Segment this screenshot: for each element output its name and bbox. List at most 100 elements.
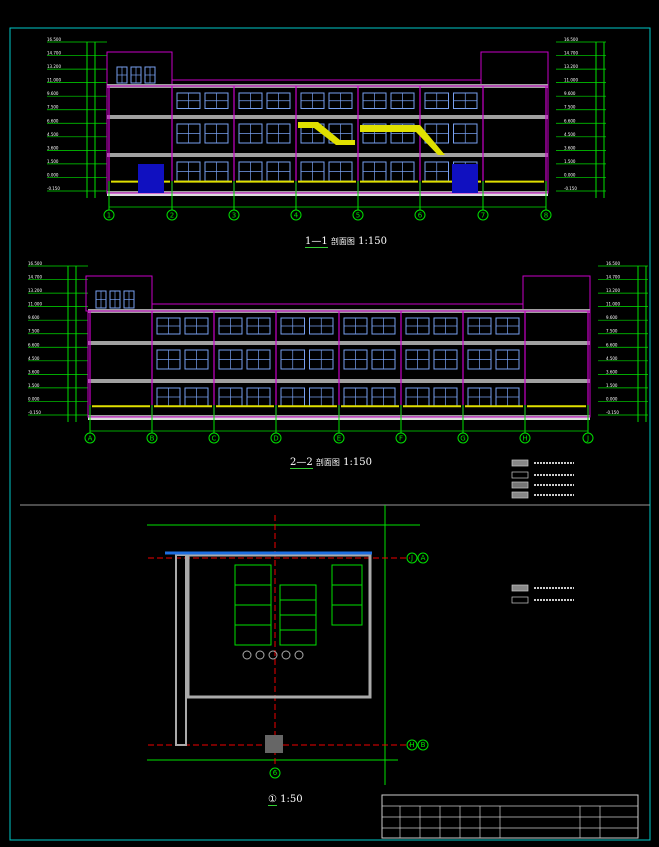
axis-bubble (166, 209, 178, 221)
title-block (381, 794, 639, 839)
legend-swatch (511, 491, 529, 499)
elevation-label: 7.500 (47, 105, 59, 110)
stair-wall (175, 554, 187, 746)
axis-bubble (406, 739, 418, 751)
section-1-1-drawing: 16.500 14.700 13.200 11.000 9.600 7.500 6.600 4… (47, 37, 606, 221)
axis-bubble (103, 209, 115, 221)
elevation-label: 13.200 (564, 64, 578, 69)
wash-basin (281, 650, 291, 660)
elevation-label: 13.200 (606, 288, 620, 293)
door (452, 164, 478, 193)
elevation-label: 0.000 (47, 172, 59, 177)
elevation-label: 14.700 (28, 275, 42, 280)
axis-label: G (460, 435, 465, 443)
elevation-label: -0.150 (564, 186, 577, 191)
plan-scale: 1:50 (280, 794, 303, 805)
axis-bubble (290, 209, 302, 221)
elevation-label: 0.000 (564, 172, 576, 177)
elevation-label: 14.700 (606, 275, 620, 280)
axis-label: 7 (481, 212, 485, 220)
legend-swatch (511, 471, 529, 479)
door (138, 164, 164, 193)
axis-label: H (522, 435, 527, 443)
axis-label: 3 (232, 212, 236, 220)
section-1-scale: 1:150 (358, 236, 387, 247)
axis-bubble (406, 552, 418, 564)
elevation-label: 9.600 (606, 315, 618, 320)
drawing-frame (9, 27, 651, 841)
legend-swatch (511, 596, 529, 604)
elevation-label: 16.500 (28, 261, 42, 266)
elevation-label: 16.500 (564, 37, 578, 42)
elevation-label: 6.600 (564, 118, 576, 123)
toilet-stall (234, 604, 272, 626)
elevation-label: 11.000 (28, 302, 42, 307)
title-block-frame (381, 794, 639, 839)
elevation-label: 6.600 (47, 118, 59, 123)
toilet-stall (234, 564, 272, 586)
elevation-label: 1.500 (28, 383, 40, 388)
axis-label: A (88, 435, 93, 443)
axis-label: B (150, 435, 155, 443)
elevation-label: 11.000 (606, 302, 620, 307)
elevation-label: 7.500 (28, 329, 40, 334)
elevation-label: 16.500 (47, 37, 61, 42)
elevation-label: 4.500 (564, 132, 576, 137)
elevation-label: 3.600 (28, 369, 40, 374)
toilet-stall (331, 584, 363, 606)
elevation-label: 0.000 (606, 396, 618, 401)
axis-label: 4 (294, 212, 299, 220)
stair-flight (360, 125, 445, 155)
axis-label: 6 (418, 212, 423, 220)
elevation-label: 4.500 (47, 132, 59, 137)
axis-label: 2 (170, 212, 174, 220)
section-2-title: 2—2 剖面图 1:150 (290, 457, 372, 469)
toilet-stall (331, 604, 363, 626)
section-1-number: 1—1 (305, 236, 328, 248)
elevation-label: -0.150 (47, 186, 60, 191)
column (265, 735, 283, 753)
axis-bubble (414, 209, 426, 221)
elevation-label: 14.700 (47, 51, 61, 56)
floor-slab (107, 153, 548, 157)
elevation-label: 1.500 (47, 159, 59, 164)
elevation-label: 4.500 (28, 356, 40, 361)
elevation-label: 3.600 (47, 145, 59, 150)
elevation-label: 7.500 (606, 329, 618, 334)
section-2-2-drawing: 16.500 14.700 13.200 11.000 9.600 7.500 6.600 4… (28, 261, 648, 444)
plan-title: ① 1:50 (268, 794, 303, 806)
elevation-label: -0.150 (28, 410, 41, 415)
axis-label: H (409, 741, 414, 749)
axis-bubble (457, 432, 469, 444)
elevation-label: 6.600 (606, 342, 618, 347)
elevation-label: -0.150 (606, 410, 619, 415)
elevation-label: 9.600 (47, 91, 59, 96)
stair-tower-wall (480, 51, 549, 87)
axis-label: B (421, 741, 426, 749)
floor-slab (107, 115, 548, 119)
axis-label: J (586, 435, 589, 443)
toilet-stall (279, 614, 317, 631)
axis-label: J (410, 554, 413, 562)
stair-tower-wall (522, 275, 591, 312)
elevation-label: 9.600 (564, 91, 576, 96)
elevation-label: 11.000 (564, 78, 578, 83)
axis-bubble (395, 432, 407, 444)
elevation-label: 3.600 (564, 145, 576, 150)
axis-bubble (477, 209, 489, 221)
axis-bubble (582, 432, 594, 444)
axis-bubble (540, 209, 552, 221)
ground-line (107, 193, 548, 196)
axis-bubble (208, 432, 220, 444)
section-1-title: 1—1 剖面图 1:150 (305, 236, 387, 248)
axis-label: F (399, 435, 403, 443)
toilet-stall (279, 584, 317, 601)
elevation-label: 11.000 (47, 78, 61, 83)
plan-number: ① (268, 794, 277, 806)
axis-bubble (228, 209, 240, 221)
wash-basin (242, 650, 252, 660)
wash-basin (255, 650, 265, 660)
elevation-label: 1.500 (606, 383, 618, 388)
stair-flight (298, 122, 355, 145)
